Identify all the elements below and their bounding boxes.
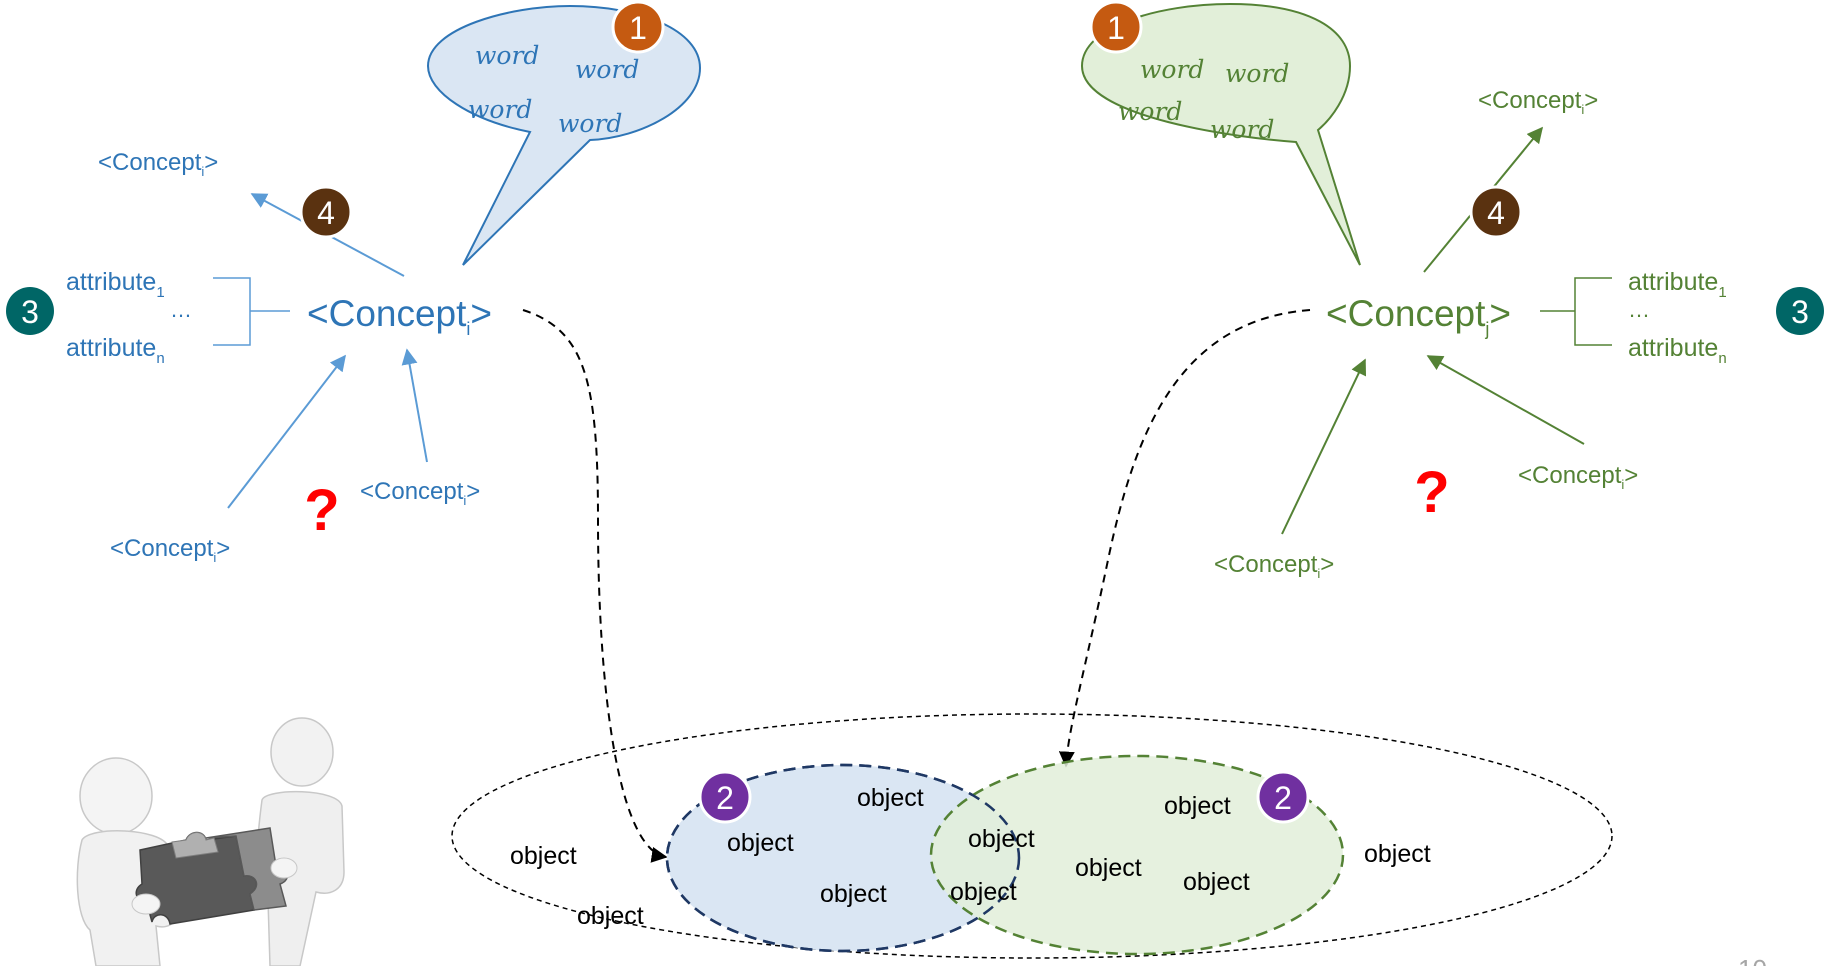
right-attribute-bracket [1540, 277, 1612, 346]
blue-object-set-outline [665, 763, 1021, 953]
left-badge-1 [611, 0, 665, 54]
left-concept-main: <Concepti> [307, 293, 492, 339]
left-concept-top: <Concepti> [98, 149, 218, 179]
left-question-mark: ? [304, 478, 339, 543]
left-concept-bottom: <Concepti> [110, 535, 230, 565]
left-badge-4-label: 4 [317, 195, 335, 231]
left-speech-bubble [426, 4, 702, 266]
right-badge-4-label: 4 [1487, 195, 1505, 231]
left-badge-3-label: 3 [21, 294, 39, 330]
left-badge-1-label: 1 [629, 10, 647, 46]
blue-set-badge-2-label: 2 [716, 780, 734, 816]
left-attribute-bracket [213, 277, 290, 346]
left-badge-3 [6, 287, 54, 335]
right-badge-1-label: 1 [1107, 10, 1125, 46]
object-blue-2: object [727, 829, 794, 857]
right-attribute-first: attribute1 [1628, 268, 1727, 301]
blue-set-badge-2 [698, 770, 752, 824]
object-blue-1: object [857, 784, 924, 812]
right-bubble-word-4: word [1210, 115, 1274, 144]
green-set-badge-2 [1256, 770, 1310, 824]
outer-object-universe [451, 713, 1613, 959]
left-attribute-first: attribute1 [66, 268, 165, 301]
left-bubble-word-2: word [575, 55, 639, 84]
left-bubble-word-3: word [468, 95, 532, 124]
right-speech-bubble [1080, 2, 1361, 266]
right-concept-right: <Concepti> [1518, 462, 1638, 492]
page-number: 10 [1738, 954, 1767, 966]
right-badge-3-label: 3 [1791, 294, 1809, 330]
right-badge-3 [1776, 287, 1824, 335]
right-concept-bottom: <Concepti> [1214, 551, 1334, 581]
object-green-2: object [1075, 854, 1142, 882]
right-badge-1 [1089, 0, 1143, 54]
right-bubble-word-2: word [1225, 59, 1289, 88]
left-attribute-ellipsis: … [170, 297, 192, 322]
right-arrow-from-bottom-concept [1281, 358, 1367, 535]
left-arrow-from-mid-concept [401, 348, 428, 463]
left-arrow-from-bottom-concept [227, 354, 346, 509]
right-arrow-from-right-concept [1426, 355, 1585, 445]
right-bubble-word-1: word [1140, 55, 1204, 84]
object-blue-3: object [820, 880, 887, 908]
left-attribute-last: attributen [66, 334, 165, 367]
object-outer-left-2: object [577, 902, 644, 930]
left-bubble-word-1: word [475, 41, 539, 70]
right-attribute-last: attributen [1628, 334, 1727, 367]
right-concept-main: <Conceptj> [1326, 293, 1511, 339]
object-overlap-2: object [950, 878, 1017, 906]
object-overlap-1: object [968, 825, 1035, 853]
object-green-3: object [1183, 868, 1250, 896]
right-dashed-link [1058, 309, 1311, 768]
right-question-mark: ? [1414, 460, 1449, 525]
right-badge-4 [1469, 185, 1523, 239]
green-object-set [929, 754, 1345, 956]
left-badge-4 [299, 185, 353, 239]
left-bubble-word-4: word [558, 109, 622, 138]
puzzle-figures-illustration [76, 717, 345, 967]
right-concept-top: <Concepti> [1478, 87, 1598, 117]
left-dashed-link [522, 309, 668, 863]
left-concept-mid: <Concepti> [360, 478, 480, 508]
green-set-badge-2-label: 2 [1274, 780, 1292, 816]
right-bubble-word-3: word [1118, 97, 1182, 126]
object-outer-left-1: object [510, 842, 577, 870]
right-attribute-ellipsis: … [1628, 297, 1650, 322]
object-outer-right: object [1364, 840, 1431, 868]
object-green-1: object [1164, 792, 1231, 820]
